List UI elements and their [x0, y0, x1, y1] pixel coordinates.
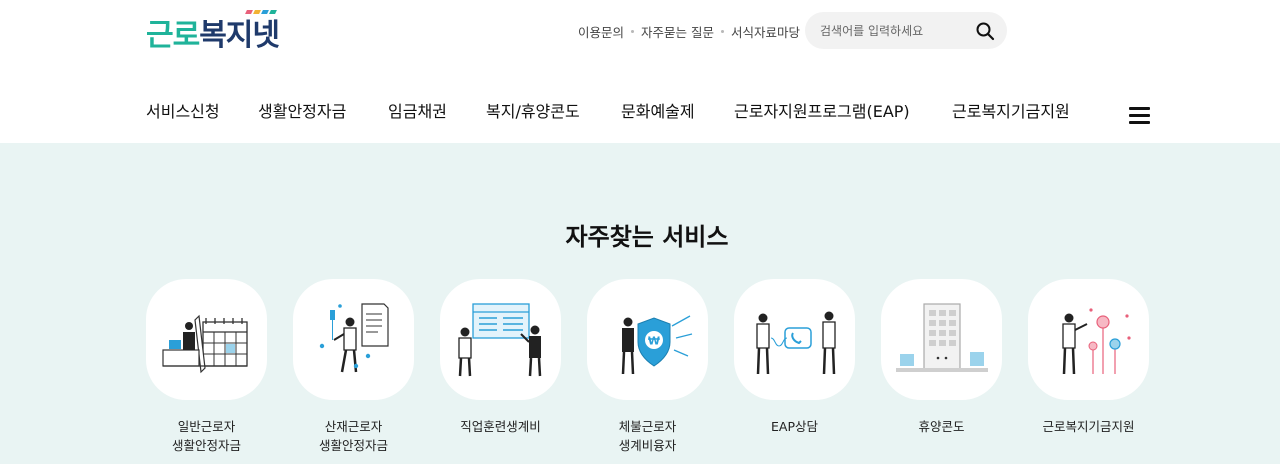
- utility-links: 이용문의 자주묻는 질문 서식자료마당: [578, 22, 800, 41]
- util-link-faq[interactable]: 자주묻는 질문: [641, 25, 714, 40]
- service-card-eap-counseling[interactable]: EAP상담: [734, 279, 855, 436]
- nav-item-wage-claim[interactable]: 임금채권: [388, 102, 447, 121]
- search-box: [805, 12, 1007, 49]
- search-input[interactable]: [820, 23, 970, 38]
- service-card-label: 휴양콘도: [918, 419, 965, 434]
- service-card-unpaid-worker-loan[interactable]: ₩ 체불근로자 생계비융자: [587, 279, 708, 455]
- calendar-worker-icon: [161, 314, 248, 373]
- service-card-general-living-fund[interactable]: 일반근로자 생활안정자금: [146, 279, 267, 455]
- service-card-label: 직업훈련생계비: [460, 419, 541, 434]
- phone-counsel-icon: [755, 311, 836, 374]
- svg-text:₩: ₩: [647, 334, 659, 347]
- logo-marks-icon: [245, 10, 277, 14]
- shield-won-icon: ₩: [621, 314, 692, 374]
- service-card-injured-living-fund[interactable]: 산재근로자 생활안정자금: [293, 279, 414, 455]
- site-header: 근로복지넷 이용문의 자주묻는 질문 서식자료마당 서비스신청 생활안정자금 임…: [0, 0, 1280, 143]
- frequent-services-section: 자주찾는 서비스 일반근로자 생활안정자금: [0, 143, 1280, 464]
- hamburger-menu-icon[interactable]: [1129, 107, 1150, 124]
- separator-dot: [721, 30, 724, 33]
- service-card-label: 일반근로자 생활안정자금: [171, 419, 241, 453]
- injured-worker-icon: [319, 302, 389, 372]
- condo-building-icon: [895, 302, 988, 372]
- service-card-vocational-training[interactable]: 직업훈련생계비: [440, 279, 561, 436]
- section-title: 자주찾는 서비스: [565, 223, 729, 251]
- main-nav: 서비스신청 생활안정자금 임금채권 복지/휴양콘도 문화예술제 근로자지원프로그…: [0, 98, 1280, 128]
- logo-text-part2: 복지넷: [199, 18, 280, 53]
- nav-item-welfare-condo[interactable]: 복지/휴양콘도: [486, 102, 580, 121]
- nav-item-eap[interactable]: 근로자지원프로그램(EAP): [734, 102, 910, 121]
- search-icon[interactable]: [975, 21, 995, 41]
- service-card-label: 체불근로자 생계비융자: [618, 419, 677, 453]
- service-card-welfare-fund-support[interactable]: 근로복지기금지원: [1028, 279, 1149, 436]
- separator-dot: [631, 30, 635, 33]
- nav-item-welfare-fund[interactable]: 근로복지기금지원: [952, 102, 1070, 121]
- logo-text-part1: 근로: [146, 18, 200, 53]
- nav-item-living-fund[interactable]: 생활안정자금: [258, 102, 347, 121]
- service-card-label: 근로복지기금지원: [1042, 419, 1135, 434]
- service-card-label: 산재근로자 생활안정자금: [318, 419, 388, 453]
- util-link-forms[interactable]: 서식자료마당: [731, 25, 801, 40]
- util-link-inquiry[interactable]: 이용문의: [578, 25, 625, 40]
- nav-item-service-apply[interactable]: 서비스신청: [146, 102, 220, 121]
- site-logo[interactable]: 근로복지넷: [146, 10, 280, 56]
- training-board-icon: [457, 302, 541, 376]
- fund-flowers-icon: [1061, 307, 1131, 374]
- service-card-resort-condo[interactable]: 휴양콘도: [881, 279, 1002, 436]
- nav-item-culture-festival[interactable]: 문화예술제: [621, 102, 695, 121]
- service-card-label: EAP상담: [771, 419, 818, 434]
